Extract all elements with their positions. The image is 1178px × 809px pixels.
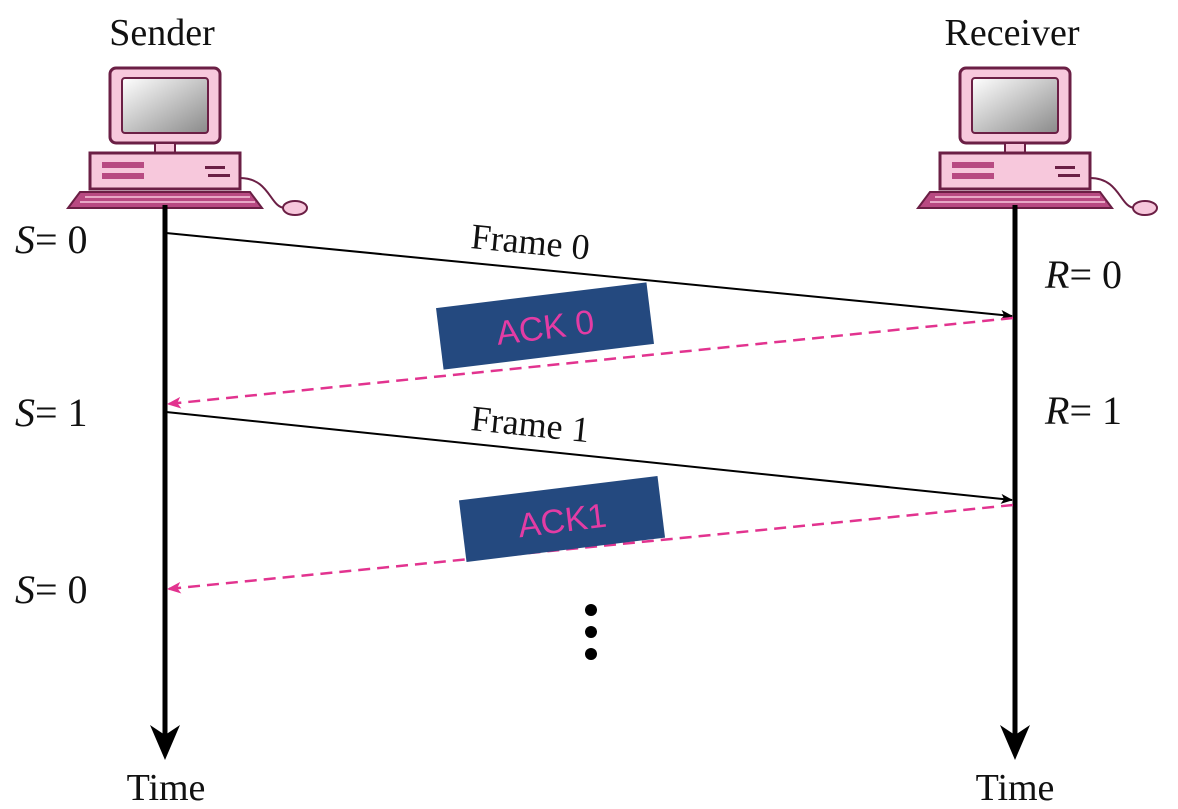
frame-0-label: Frame 0 (469, 216, 591, 267)
ack-1-badge: ACK1 (458, 476, 666, 562)
sender-state-0: S= 0 (15, 217, 88, 262)
receiver-timeline-arrowhead (1000, 725, 1030, 760)
ack-0-badge: ACK 0 (436, 282, 654, 370)
frame-1-label: Frame 1 (469, 398, 591, 450)
sender-state-1: S= 1 (15, 390, 88, 435)
frame-1-arrow (165, 411, 1013, 504)
receiver-computer-icon (916, 66, 1159, 217)
ack-1-arrow (166, 503, 1014, 594)
sender-time-label: Time (127, 767, 206, 809)
receiver-state-1: R= 1 (1044, 388, 1122, 433)
frame-0-arrow (165, 232, 1013, 320)
sender-label: Sender (109, 12, 215, 54)
sender-timeline-arrowhead (150, 725, 180, 760)
sender-state-2: S= 0 (15, 567, 88, 612)
vertical-ellipsis-icon (585, 604, 597, 660)
receiver-label: Receiver (944, 12, 1079, 54)
receiver-time-label: Time (976, 767, 1055, 809)
sender-computer-icon (66, 66, 309, 217)
ack-0-arrow (166, 316, 1014, 409)
receiver-state-0: R= 0 (1044, 252, 1122, 297)
